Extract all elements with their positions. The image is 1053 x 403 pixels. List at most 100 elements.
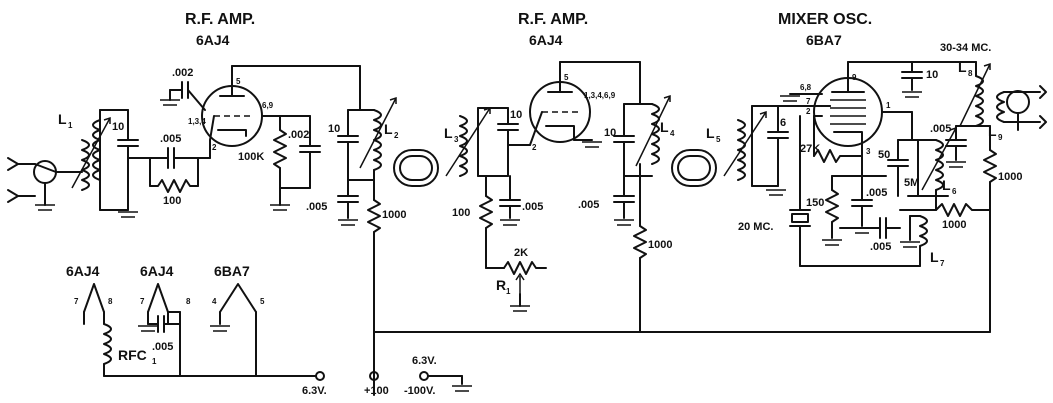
- tube1-6aj4: [201, 65, 361, 147]
- cathode1-bypass: [160, 81, 206, 111]
- t2-plate-pin: 5: [564, 73, 569, 82]
- pot-r1: [503, 261, 547, 312]
- h2-pin-a: 7: [140, 297, 145, 306]
- h3-pin-a: 4: [212, 297, 217, 306]
- l9-label: L: [988, 123, 997, 139]
- t3-pin3: 3: [866, 147, 871, 156]
- t1-plate-pin: 5: [236, 77, 241, 86]
- l4-sub: 4: [670, 129, 675, 138]
- c-005-l2-label: .005: [306, 201, 327, 213]
- l6-sub: 6: [952, 187, 957, 196]
- amp2-tube: 6AJ4: [529, 32, 563, 48]
- r1-label: R: [496, 277, 506, 293]
- rfc1-sub: 1: [152, 357, 157, 366]
- mixer-tube: 6BA7: [806, 32, 842, 48]
- heater-cap-label: .005: [152, 341, 173, 353]
- cathode3-network: [813, 139, 887, 246]
- l5-sub: 5: [716, 135, 721, 144]
- l5-label: L: [706, 125, 715, 141]
- l6-label: L: [942, 177, 951, 193]
- heater-h3-label: 6BA7: [214, 263, 250, 279]
- c-10-plate-label: 10: [926, 69, 938, 81]
- t2-cathode-pins: 1,3,4,6,9: [584, 91, 616, 100]
- r-100k-label: 100K: [238, 151, 264, 163]
- c-002-b-label: .002: [288, 129, 309, 141]
- coil-l6: [887, 111, 991, 217]
- coil-l2: [337, 65, 397, 396]
- c-10-l4-label: 10: [604, 127, 616, 139]
- fil-label: 6.3V.: [302, 385, 327, 397]
- plate1-load: [261, 115, 321, 211]
- t1-cathode-pins: 1,3,4: [188, 117, 206, 126]
- osc-range-label: 30-34 MC.: [940, 42, 991, 54]
- r-27k-label: 27K: [800, 143, 820, 155]
- r-1000-c-label: 1000: [998, 171, 1022, 183]
- coil-l7: [900, 215, 928, 267]
- l3-label: L: [444, 125, 453, 141]
- c-005-grid1-label: .005: [160, 133, 181, 145]
- l2-sub: 2: [394, 131, 399, 140]
- c-005-l4-label: .005: [578, 199, 599, 211]
- t2-grid-pin: 2: [532, 143, 537, 152]
- coil-l5: [723, 105, 831, 196]
- heater-wiring: [83, 283, 325, 381]
- t3-pin7: 7: [806, 97, 811, 106]
- t3-pin1: 1: [886, 101, 891, 110]
- heater-h1-label: 6AJ4: [66, 263, 100, 279]
- c-005-l3-label: .005: [522, 201, 543, 213]
- supply-terminals: [369, 371, 472, 392]
- t3-pin68: 6,8: [800, 83, 812, 92]
- c-005-cath-label: .005: [866, 187, 887, 199]
- l9-sub: 9: [998, 133, 1003, 142]
- r-100-grid1-label: 100: [163, 195, 181, 207]
- bplus-label: +100: [364, 385, 389, 397]
- coil-l4: [613, 61, 671, 333]
- l8-label: L: [958, 59, 967, 75]
- t1-pl2-pins: 6,9: [262, 101, 274, 110]
- c-005-l6-label: .005: [930, 123, 951, 135]
- fil2-label: 6.3V.: [412, 355, 437, 367]
- l7-label: L: [930, 249, 939, 265]
- l1-sub: 1: [68, 121, 73, 130]
- h1-pin-b: 8: [108, 297, 113, 306]
- xtal-label: 20 MC.: [738, 221, 773, 233]
- c-6-l5-label: 6: [780, 117, 786, 129]
- c-10-l3-label: 10: [510, 109, 522, 121]
- amp2-title: R.F. AMP.: [518, 11, 588, 28]
- link-coupling-1: [393, 149, 439, 187]
- crystal-20mc: [789, 115, 921, 267]
- h1-pin-a: 7: [74, 297, 79, 306]
- grid1-network: [127, 139, 211, 193]
- t3-pin9: 9: [852, 73, 857, 82]
- rfc1-label: RFC: [118, 347, 147, 363]
- c-002-a-label: .002: [172, 67, 193, 79]
- c-50-label: 50: [878, 149, 890, 161]
- c-5m-label: 5M: [904, 177, 919, 189]
- coil-l8-l9: [945, 61, 1047, 333]
- t3-pin2: 2: [806, 107, 811, 116]
- r-1000-a-label: 1000: [382, 209, 406, 221]
- c-10-l2-label: 10: [328, 123, 340, 135]
- r-150-label: 150: [806, 197, 824, 209]
- coil-l1: [71, 109, 139, 218]
- r1-sub: 1: [506, 287, 511, 296]
- l3-sub: 3: [454, 135, 459, 144]
- neg-label: -100V.: [404, 385, 435, 397]
- h2-pin-b: 8: [186, 297, 191, 306]
- r-100-b-label: 100: [452, 207, 470, 219]
- l2-label: L: [384, 121, 393, 137]
- heater-h2-label: 6AJ4: [140, 263, 174, 279]
- tube2-6aj4: [529, 61, 641, 148]
- mixer-title: MIXER OSC.: [778, 11, 872, 28]
- l1-label: L: [58, 111, 67, 127]
- c-005-xtal-label: .005: [870, 241, 891, 253]
- c-10-l1-label: 10: [112, 121, 124, 133]
- link-coupling-2: [671, 149, 717, 187]
- r-2k-label: 2K: [514, 247, 528, 259]
- amp1-title: R.F. AMP.: [185, 11, 255, 28]
- coil-l3: [445, 106, 531, 269]
- h3-pin-b: 5: [260, 297, 265, 306]
- antenna-input: [7, 157, 83, 211]
- l8-sub: 8: [968, 69, 973, 78]
